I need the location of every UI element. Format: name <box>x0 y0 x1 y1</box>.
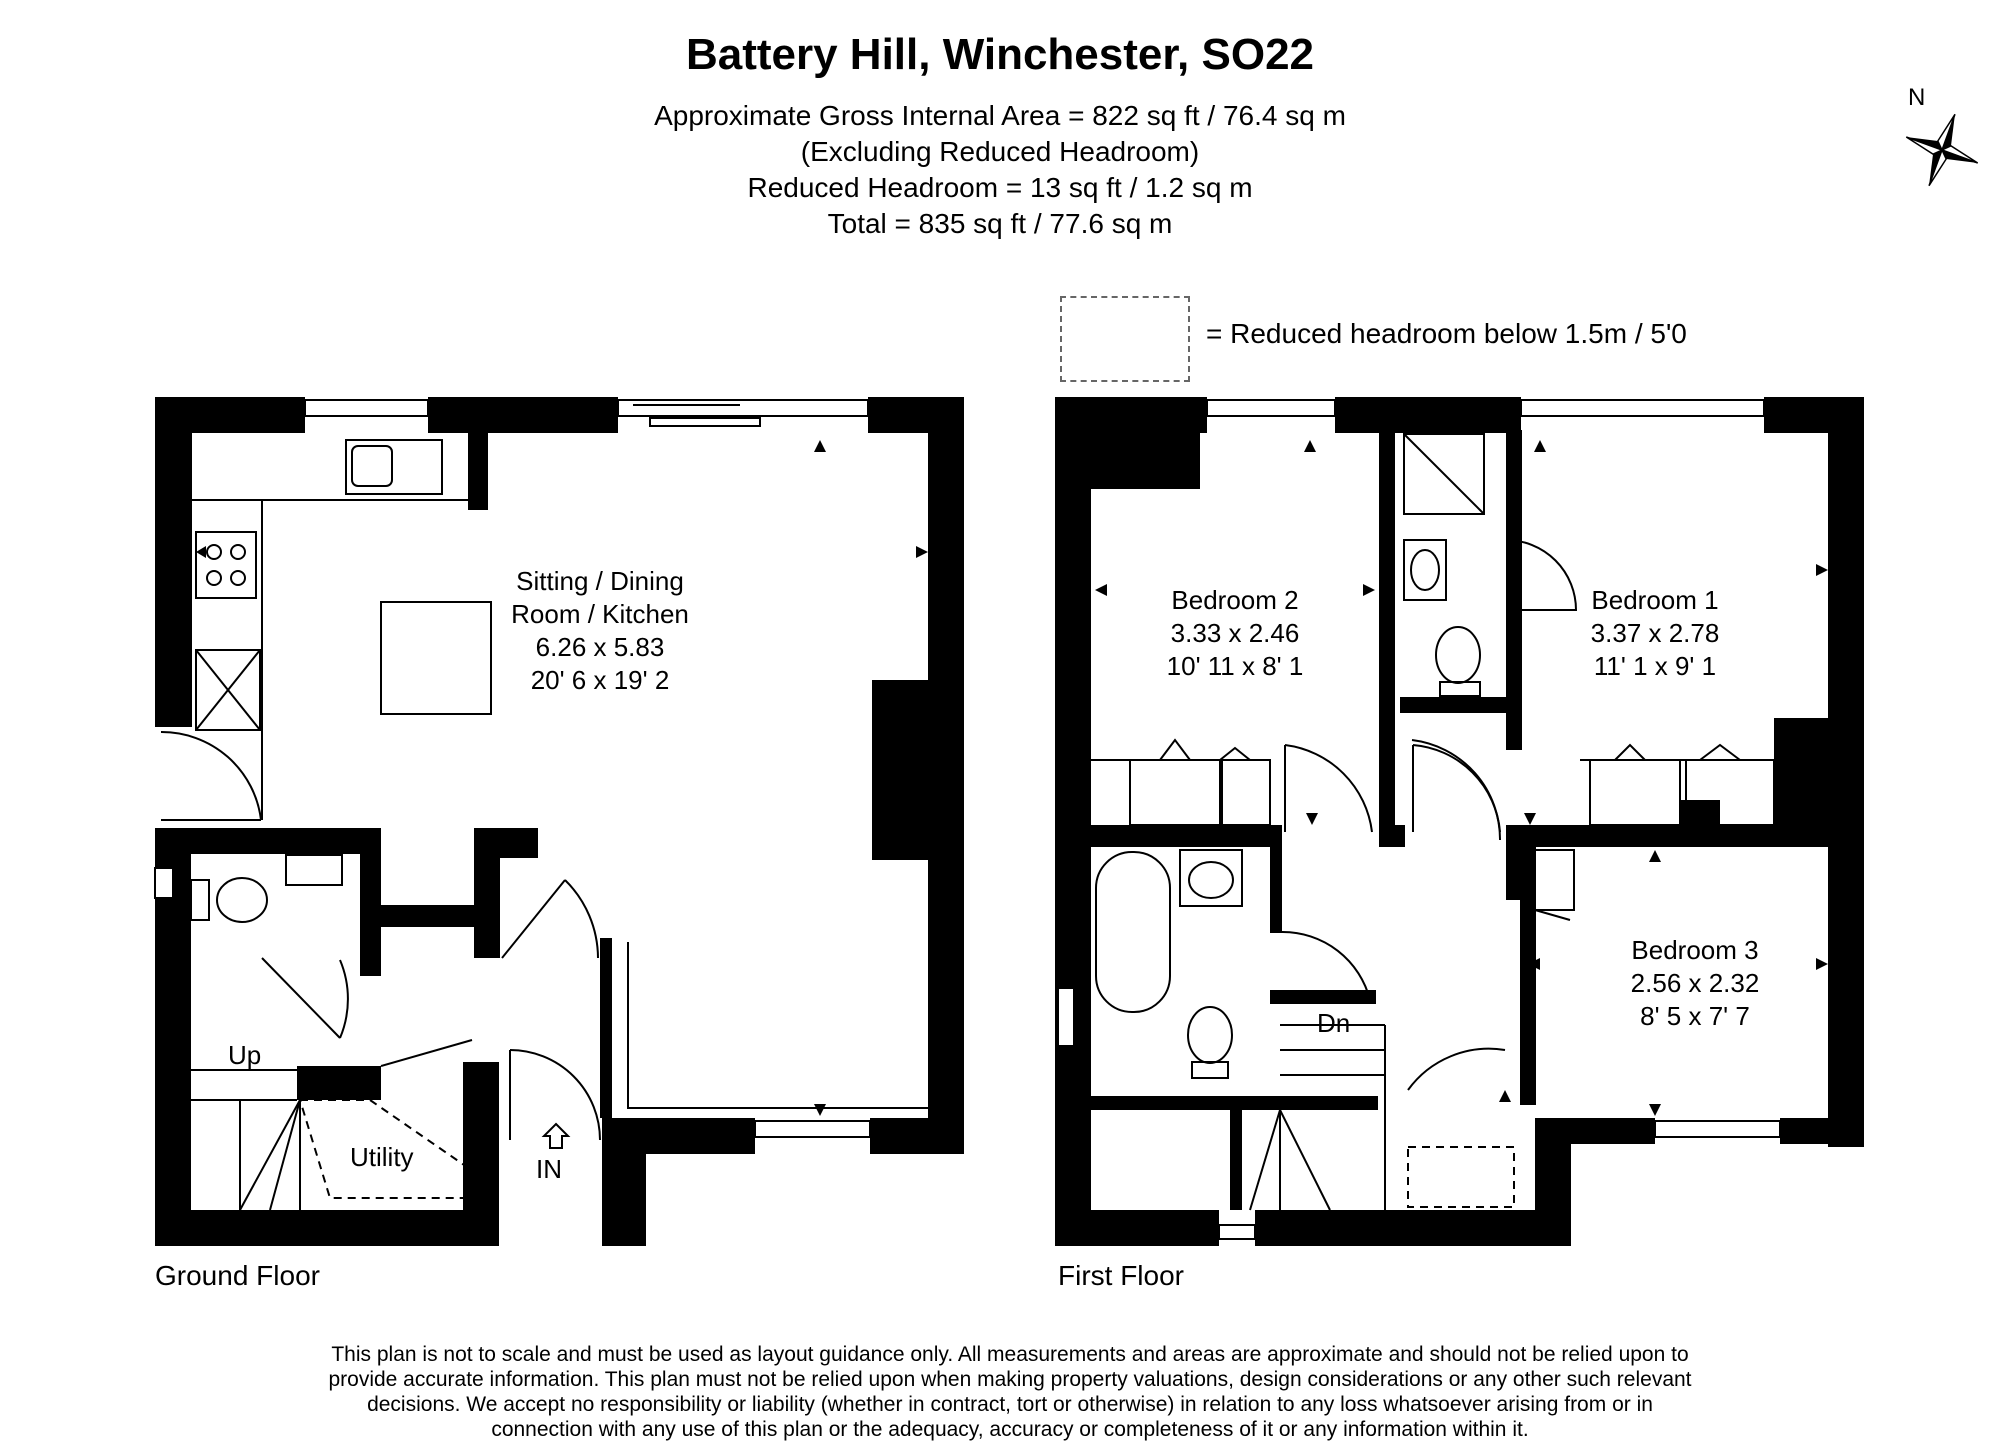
first-floor-walls <box>1055 397 1864 1246</box>
total-area-line: Total = 835 sq ft / 77.6 sq m <box>827 208 1173 239</box>
room-metric: 3.37 x 2.78 <box>1590 618 1720 648</box>
disclaimer-line: connection with any use of this plan or … <box>491 1418 1529 1441</box>
first-floor-windows <box>1057 399 1781 1240</box>
room-name: Bedroom 2 <box>1171 585 1299 615</box>
excluding-line: (Excluding Reduced Headroom) <box>800 136 1200 167</box>
disclaimer: This plan is not to scale and must be us… <box>280 1342 1740 1442</box>
reduced-headroom-legend-text: = Reduced headroom below 1.5m / 5'0 <box>1206 318 1687 349</box>
room-imperial: 10' 11 x 8' 1 <box>1166 651 1304 681</box>
reduced-headroom-legend-swatch <box>1060 296 1190 382</box>
room-metric: 6.26 x 5.83 <box>535 632 665 662</box>
bedroom-3-label: Bedroom 3 2.56 x 2.32 8' 5 x 7' 7 <box>1595 934 1795 1033</box>
reduced-headroom-line: Reduced Headroom = 13 sq ft / 1.2 sq m <box>747 172 1253 203</box>
ground-floor-label: Ground Floor <box>155 1260 320 1291</box>
first-floor-fittings <box>1091 433 1775 1211</box>
plan-title: Battery Hill, Winchester, SO22 <box>685 30 1315 79</box>
disclaimer-line: decisions. We accept no responsibility o… <box>367 1393 1653 1416</box>
entrance-arrow-icon <box>541 1122 571 1149</box>
room-name: Bedroom 1 <box>1591 585 1719 615</box>
room-metric: 3.33 x 2.46 <box>1170 618 1300 648</box>
ground-floor-arrows <box>196 440 928 1116</box>
room-metric: 2.56 x 2.32 <box>1630 968 1760 998</box>
room-name-line2: Room / Kitchen <box>511 599 689 629</box>
compass-north-label: N <box>1908 84 1926 111</box>
gross-area-line: Approximate Gross Internal Area = 822 sq… <box>654 100 1346 131</box>
bedroom-2-label: Bedroom 2 3.33 x 2.46 10' 11 x 8' 1 <box>1135 584 1335 683</box>
room-name-line1: Sitting / Dining <box>516 566 684 596</box>
entrance-label: IN <box>536 1154 562 1184</box>
first-floor-label: First Floor <box>1058 1260 1184 1291</box>
bedroom-1-label: Bedroom 1 3.37 x 2.78 11' 1 x 9' 1 <box>1555 584 1755 683</box>
sitting-dining-kitchen-label: Sitting / Dining Room / Kitchen 6.26 x 5… <box>470 565 730 697</box>
room-imperial: 8' 5 x 7' 7 <box>1640 1001 1750 1031</box>
stairs-up-label: Up <box>228 1040 262 1070</box>
utility-label: Utility <box>350 1142 414 1172</box>
room-imperial: 11' 1 x 9' 1 <box>1593 651 1717 681</box>
ground-floor-fittings <box>160 404 928 1211</box>
first-floor-arrows <box>1095 440 1828 1116</box>
room-name: Bedroom 3 <box>1631 935 1759 965</box>
compass-rose-icon <box>1905 113 1979 187</box>
disclaimer-line: provide accurate information. This plan … <box>328 1368 1692 1391</box>
stairs-down-label: Dn <box>1317 1008 1351 1038</box>
disclaimer-line: This plan is not to scale and must be us… <box>331 1343 1689 1366</box>
room-imperial: 20' 6 x 19' 2 <box>530 665 670 695</box>
ground-floor-walls <box>155 397 964 1246</box>
